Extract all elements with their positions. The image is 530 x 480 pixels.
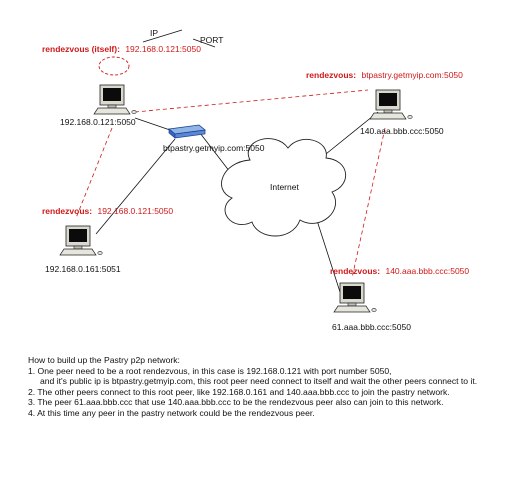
self-connection-loop bbox=[98, 56, 130, 76]
wire-left-to-hub bbox=[95, 138, 176, 235]
link-top-right-to-bottom-right bbox=[351, 127, 386, 279]
ip-pointer-line bbox=[142, 29, 183, 43]
instruction-step-2: 2. The other peers connect to this root … bbox=[28, 386, 450, 397]
left-peer-rendezvous-label: rendezvous: 192.168.0.121:5050 bbox=[42, 206, 173, 216]
bottom-right-peer-rendezvous-label: rendezvous: 140.aaa.bbb.ccc:5050 bbox=[330, 266, 469, 276]
port-pointer-line bbox=[192, 38, 216, 48]
internet-cloud bbox=[221, 138, 347, 237]
wire-root-to-hub bbox=[134, 117, 171, 131]
internet-label: Internet bbox=[270, 182, 299, 192]
left-peer-computer-icon bbox=[59, 225, 103, 256]
top-right-peer-rendezvous-label: rendezvous: btpastry.getmyip.com:5050 bbox=[306, 70, 463, 80]
hub-switch-icon bbox=[168, 124, 206, 139]
network-diagram: IP PORT rendezvous (itself): 192.168.0.1… bbox=[42, 28, 469, 332]
root-rendezvous-label: rendezvous (itself): 192.168.0.121:5050 bbox=[42, 44, 201, 54]
root-peer-computer-icon bbox=[93, 84, 137, 115]
instructions-text: How to build up the Pastry p2p network: … bbox=[28, 355, 523, 418]
instruction-step-1: 1. One peer need to be a root rendezvous… bbox=[28, 365, 392, 376]
instruction-step-4: 4. At this time any peer in the pastry n… bbox=[28, 407, 315, 418]
top-right-peer-ip: 140.aaa.bbb.ccc:5050 bbox=[360, 126, 444, 136]
left-peer-ip: 192.168.0.161:5051 bbox=[45, 264, 121, 274]
root-peer-ip: 192.168.0.121:5050 bbox=[60, 117, 136, 127]
instruction-step-3: 3. The peer 61.aaa.bbb.ccc that use 140.… bbox=[28, 397, 444, 407]
link-root-to-top-right-peer bbox=[134, 89, 369, 113]
top-right-peer-computer-icon bbox=[369, 89, 413, 120]
link-root-to-left-peer bbox=[75, 127, 113, 219]
bottom-right-peer-computer-icon bbox=[333, 282, 377, 313]
port-annotation: PORT bbox=[200, 35, 223, 45]
bottom-right-peer-ip: 61.aaa.bbb.ccc:5050 bbox=[332, 322, 411, 332]
instructions-heading: How to build up the Pastry p2p network: bbox=[28, 355, 180, 365]
hub-label: btpastry.getmyip.com:5050 bbox=[163, 143, 265, 153]
ip-annotation: IP bbox=[150, 28, 158, 38]
instruction-step-1-continued: and it's public ip is btpastry.getmyip.c… bbox=[40, 376, 478, 386]
